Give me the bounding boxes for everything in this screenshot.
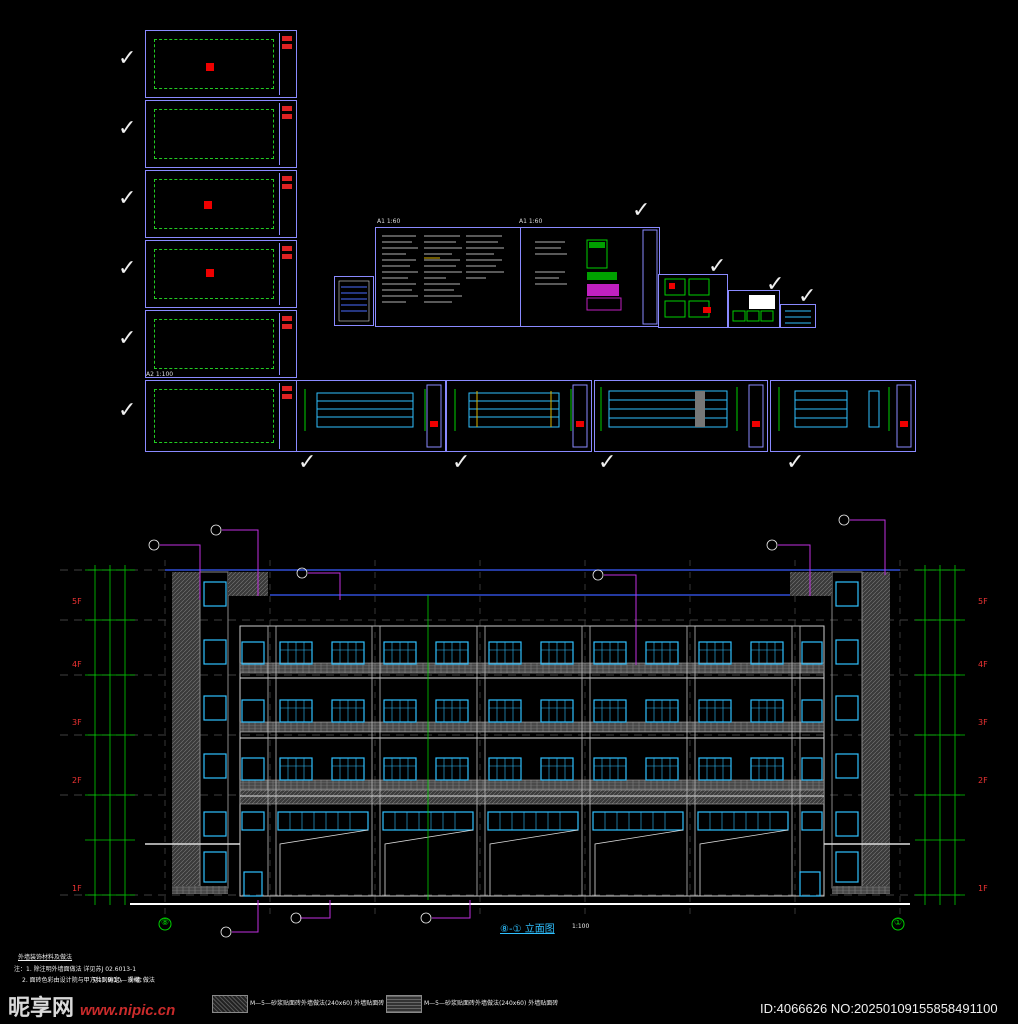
plan-outline	[154, 249, 274, 299]
detail-thumb	[785, 310, 811, 324]
elevation-sheet-3[interactable]	[594, 380, 768, 452]
legend-text-2: M—5—砂浆贴面砖外墙做法(240x60) 外墙贴面砖	[424, 1000, 559, 1007]
elev-sheet-scale-label: A2 1:100	[146, 371, 174, 378]
floor-plan-sheet-1[interactable]	[145, 30, 297, 98]
notes-line-1: 注：1. 除注明外墙面做法 详见苏J 02.6013-1	[14, 966, 137, 973]
detail-sheet-1[interactable]	[658, 274, 728, 328]
detail-thumb	[664, 278, 711, 318]
floor-label-3f-left: 3F	[72, 718, 82, 727]
plan-red-mark	[206, 269, 214, 277]
check-icon: ✓	[632, 198, 651, 223]
notes-text-block	[382, 235, 504, 303]
schedule-block	[535, 229, 658, 325]
title-block	[279, 33, 294, 95]
floor-label-1f-right: 1F	[978, 884, 988, 893]
floor-plan-sheet-5[interactable]	[145, 310, 297, 378]
elevation-scale: 1:100	[572, 923, 590, 930]
check-icon: ✓	[118, 256, 137, 281]
check-icon: ✓	[786, 450, 805, 475]
floor-label-1f-left: 1F	[72, 884, 82, 893]
watermark-logo: 昵享网 www.nipic.cn	[8, 990, 175, 1022]
check-icon: ✓	[598, 450, 617, 475]
axis-label-left: ⑧	[161, 918, 170, 928]
elevation-thumb	[454, 384, 588, 448]
floor-plan-sheet-6[interactable]	[145, 380, 297, 452]
title-block	[279, 243, 294, 305]
check-icon: ✓	[452, 450, 471, 475]
legend-thumb	[338, 280, 370, 322]
detail-sheet-3[interactable]	[780, 304, 816, 328]
plan-outline	[154, 389, 274, 443]
title-block	[279, 383, 294, 449]
detail-sheet-2[interactable]	[728, 290, 780, 328]
check-icon: ✓	[118, 116, 137, 141]
title-block	[279, 173, 294, 235]
elevation-thumb	[778, 384, 912, 448]
plan-red-mark	[206, 63, 214, 71]
elevation-sheet-4[interactable]	[770, 380, 916, 452]
plan-outline	[154, 319, 274, 369]
plan-outline	[154, 39, 274, 89]
watermark-url: www.nipic.cn	[80, 1002, 176, 1019]
notes-heading: 外墙装饰材料及做法	[18, 954, 73, 961]
notes-line-3: 见11,9/10— 外墙 做法	[92, 977, 155, 984]
elevation-sheet-1[interactable]	[296, 380, 446, 452]
floor-label-5f-left: 5F	[72, 597, 82, 606]
building-elevation-drawing	[60, 514, 965, 938]
check-icon: ✓	[708, 254, 727, 279]
notes-line-2: 2. 面砖色彩由设计院与甲方共同确定， 规格：	[22, 977, 146, 984]
check-icon: ✓	[118, 398, 137, 423]
elevation-thumb	[304, 384, 442, 448]
elevation-title: ⑧-① 立面图	[500, 924, 555, 935]
elevation-thumb	[600, 384, 764, 448]
watermark-text: 昵享网	[8, 995, 75, 1020]
image-id-text: ID:4066626 NO:20250109155858491100	[760, 1001, 998, 1016]
title-block	[279, 103, 294, 165]
plan-outline	[154, 179, 274, 229]
floor-plan-sheet-2[interactable]	[145, 100, 297, 168]
floor-plan-sheet-3[interactable]	[145, 170, 297, 238]
legend-text-1: M—5—砂浆贴面砖外墙做法(240x60) 外墙贴面砖	[250, 1000, 385, 1007]
floor-label-5f-right: 5F	[978, 597, 988, 606]
check-icon: ✓	[118, 46, 137, 71]
elevation-sheet-2[interactable]	[446, 380, 592, 452]
notes-sheet-left[interactable]	[375, 227, 521, 327]
plan-outline	[154, 109, 274, 159]
detail-thumb	[732, 295, 775, 322]
legend-swatch-1	[212, 995, 248, 1013]
notes-sheet-right[interactable]	[520, 227, 660, 327]
floor-label-2f-right: 2F	[978, 776, 988, 785]
floor-label-4f-left: 4F	[72, 660, 82, 669]
sheet-scale-right: A1 1:60	[519, 218, 543, 225]
floor-label-4f-right: 4F	[978, 660, 988, 669]
plan-red-mark	[204, 201, 212, 209]
title-block	[279, 313, 294, 375]
axis-label-right: ①	[894, 918, 903, 928]
floor-plan-sheet-4[interactable]	[145, 240, 297, 308]
legend-sheet[interactable]	[334, 276, 374, 326]
legend-swatch-2	[386, 995, 422, 1013]
check-icon: ✓	[118, 326, 137, 351]
check-icon: ✓	[118, 186, 137, 211]
floor-label-3f-right: 3F	[978, 718, 988, 727]
floor-label-2f-left: 2F	[72, 776, 82, 785]
sheet-scale-left: A1 1:60	[377, 218, 401, 225]
check-icon: ✓	[798, 284, 817, 309]
check-icon: ✓	[298, 450, 317, 475]
